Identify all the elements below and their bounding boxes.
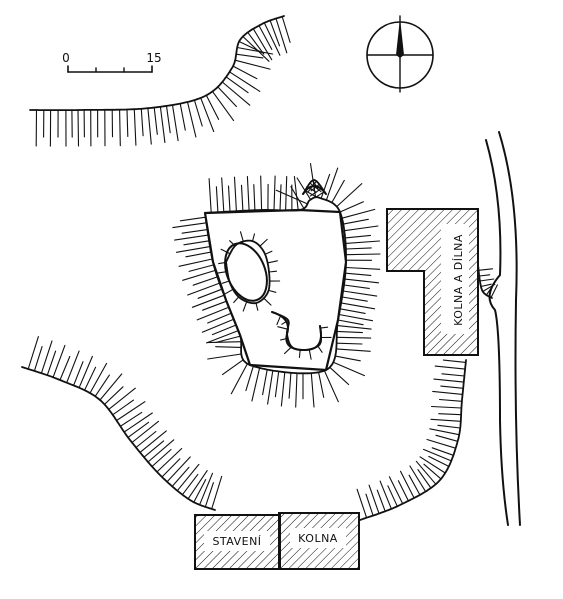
- scale-end-label: 15: [146, 51, 161, 65]
- building-kolna-bottom: KOLNA: [278, 512, 360, 570]
- building-label-kolna-a-dilna: KOLNA A DÍLNA: [452, 234, 465, 326]
- building-label-kolna: KOLNA: [298, 532, 338, 545]
- scale-bar: 0 15: [62, 51, 162, 73]
- slope-bottom-left: [21, 336, 223, 511]
- slope-bottom-right: [356, 359, 467, 521]
- inner-ditch: [271, 311, 322, 351]
- scale-start-label: 0: [62, 51, 70, 65]
- slope-plateau: [172, 163, 381, 408]
- north-arrow-icon: [366, 15, 434, 93]
- knoll-outline: [302, 185, 327, 195]
- slope-ditch: [271, 311, 332, 360]
- depression-oval: [224, 242, 268, 302]
- road-edge-inner: [485, 139, 509, 526]
- slope-top-left: [29, 15, 291, 147]
- slope-depression: [216, 231, 281, 312]
- road-edge-outer: [498, 131, 521, 526]
- building-label-staveni: STAVENÍ: [212, 535, 261, 548]
- building-staveni: STAVENÍ: [194, 514, 281, 570]
- building-kolna-a-dilna: KOLNA A DÍLNA: [386, 208, 479, 356]
- slope-hachures: [21, 15, 498, 521]
- plateau-outline: [203, 208, 348, 372]
